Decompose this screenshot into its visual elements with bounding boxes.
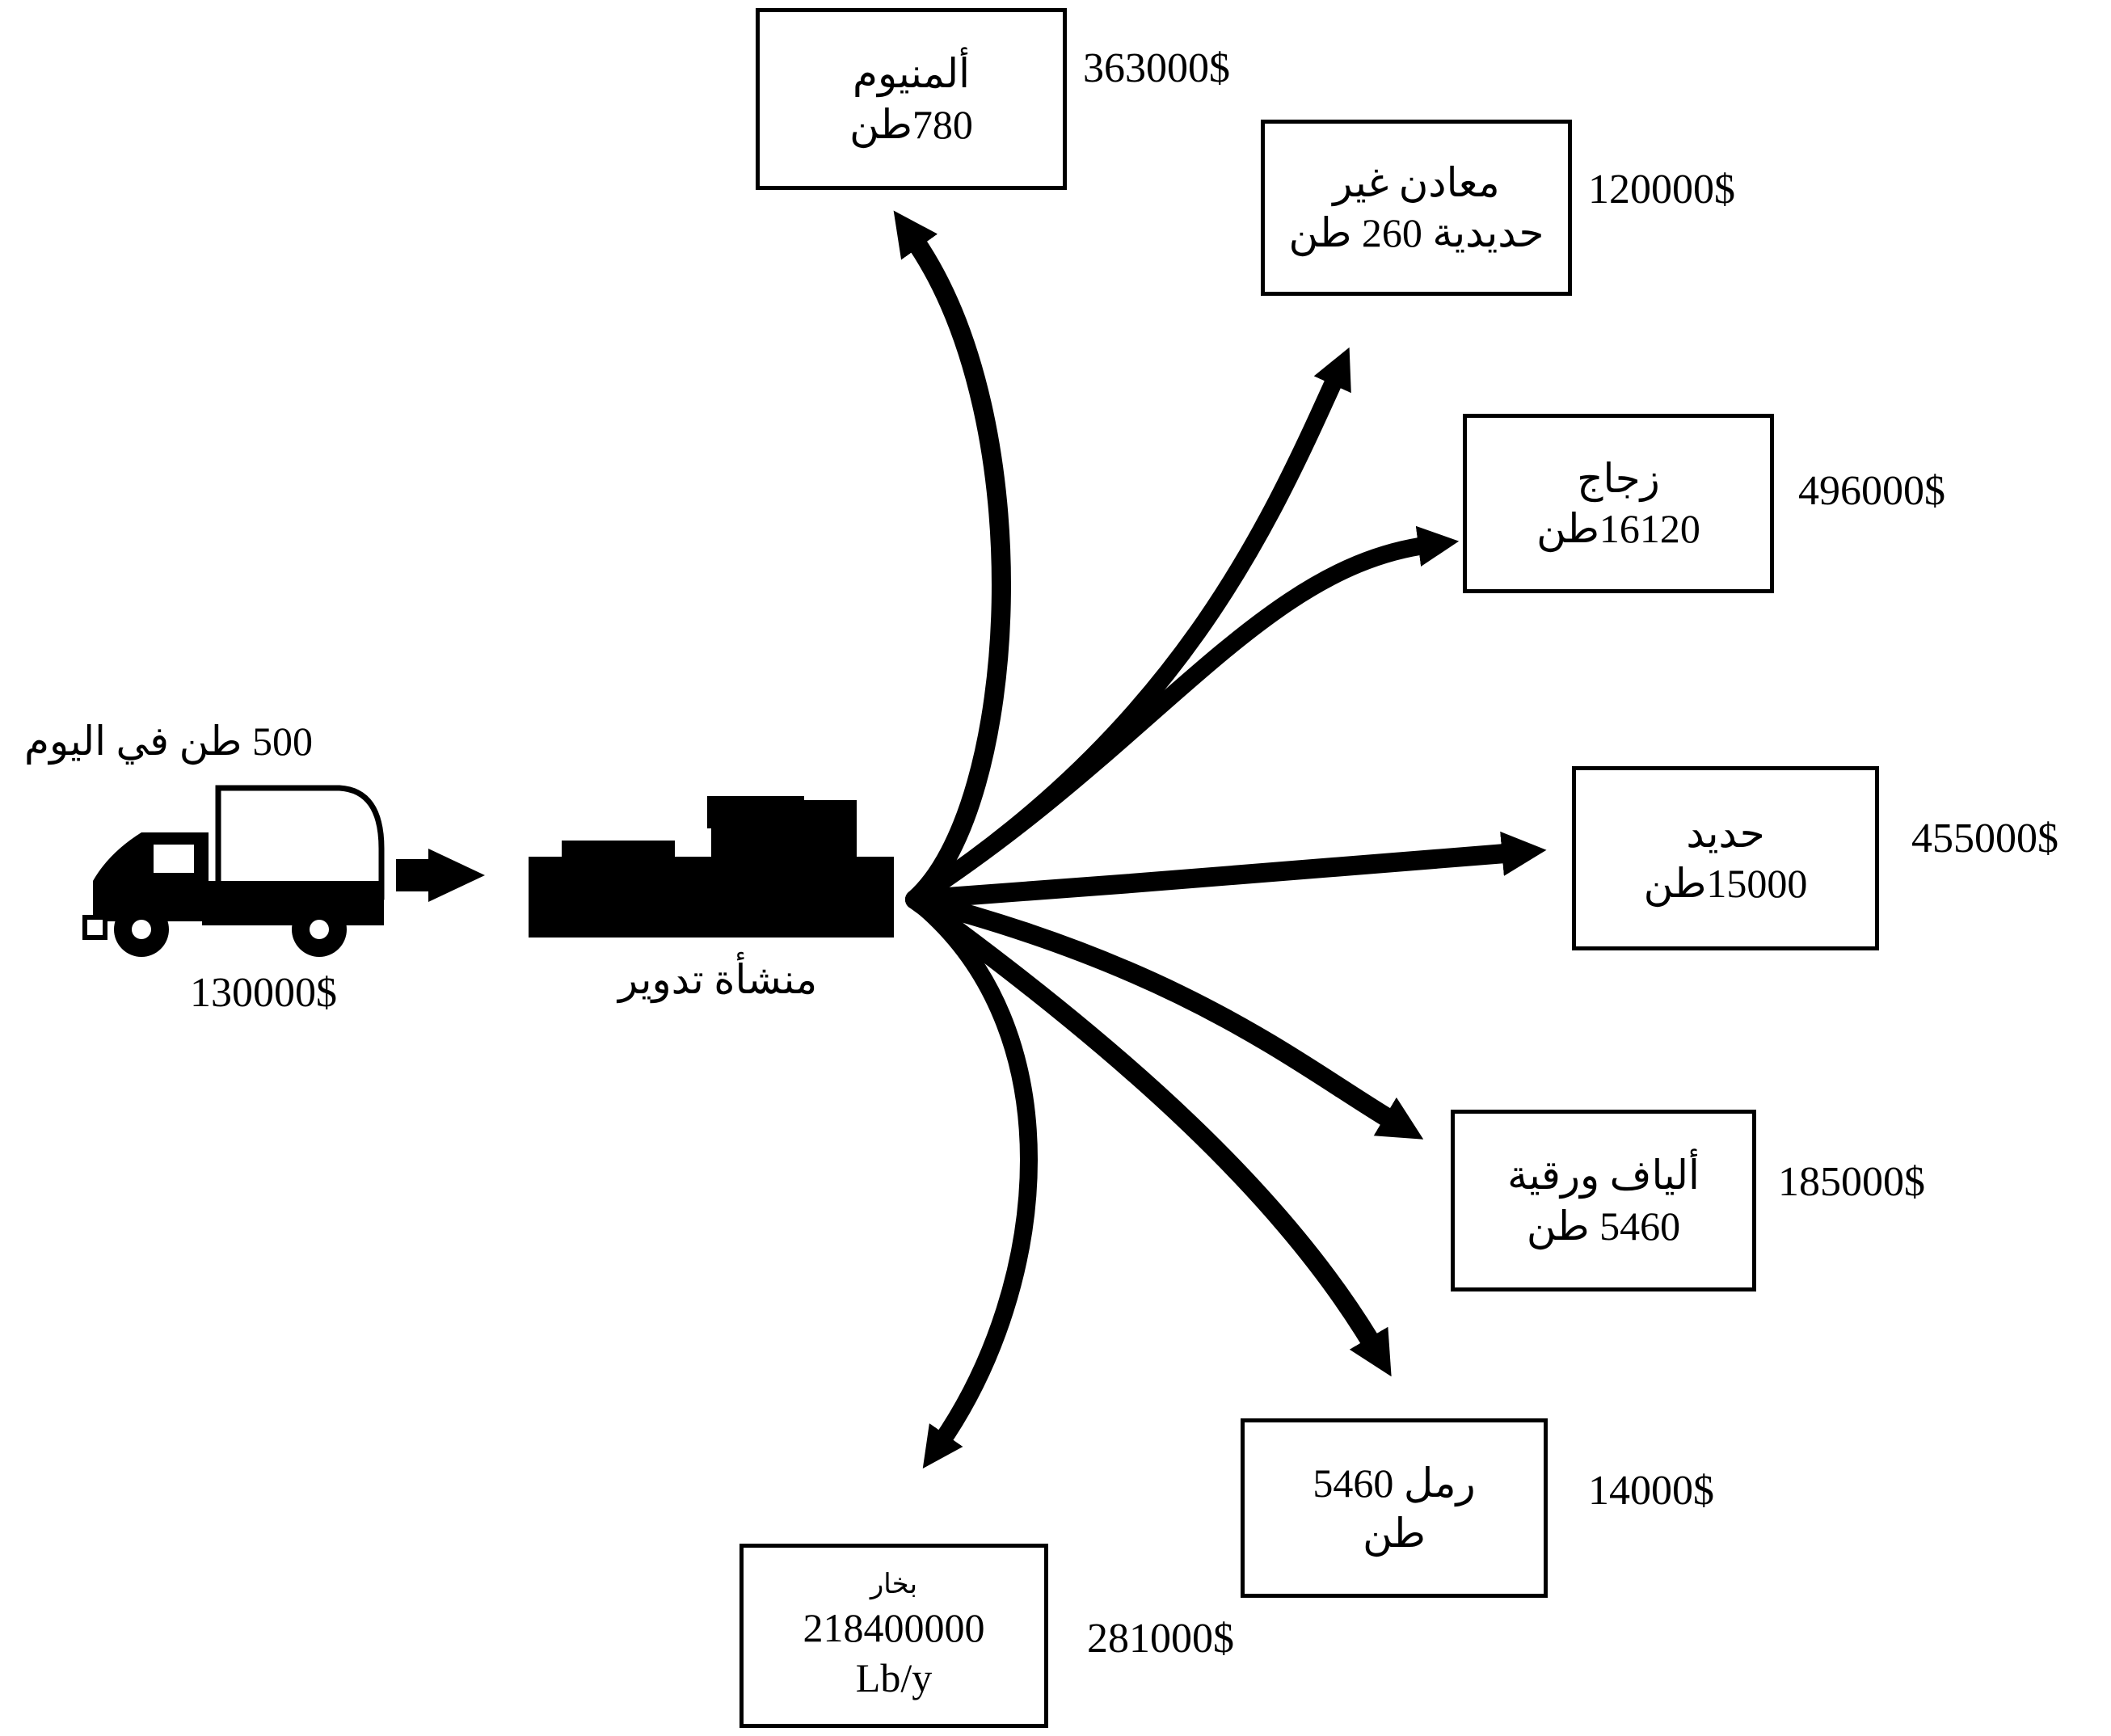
output-box-aluminum: ألمنيوم 780طن: [756, 8, 1067, 190]
arrow-to-steam: [906, 891, 1038, 1469]
output-name: معادن غير: [1333, 159, 1500, 205]
output-box-glass: زجاج 16120طن: [1463, 414, 1774, 593]
output-value-nonferrous: 120000$: [1588, 166, 1735, 213]
output-name: حديد: [1686, 810, 1765, 856]
output-name: رمل 5460: [1313, 1460, 1476, 1506]
output-amount: 15000طن: [1643, 861, 1808, 906]
input-cost-label: 130000$: [190, 970, 337, 1016]
output-name: زجاج: [1577, 455, 1660, 501]
facility-label: منشأة تدوير: [618, 957, 818, 1002]
truck-icon: [82, 785, 385, 957]
output-value-iron: 455000$: [1911, 815, 2058, 862]
output-name: ألمنيوم: [853, 51, 970, 96]
output-amount: 16120طن: [1536, 506, 1700, 551]
daily-input-label: 500 طن في اليوم: [24, 718, 313, 764]
output-value-steam: 281000$: [1087, 1616, 1234, 1662]
output-amount: 218400000: [803, 1604, 985, 1650]
output-unit: Lb/y: [855, 1655, 933, 1701]
output-box-fiber: ألياف ورقية 5460 طن: [1451, 1110, 1756, 1291]
arrow-icon: [396, 849, 485, 902]
output-value-aluminum: 363000$: [1083, 45, 1230, 91]
output-amount: طن: [1363, 1511, 1426, 1556]
arrow-to-nonferrous: [906, 347, 1351, 908]
arrow-to-glass: [906, 525, 1460, 908]
arrow-to-aluminum: [893, 210, 1011, 909]
recycling-plant-icon: [529, 796, 894, 938]
arrow-to-fiber: [905, 890, 1424, 1140]
output-box-steam: بخار 218400000 Lb/y: [739, 1544, 1048, 1728]
output-amount: 5460 طن: [1526, 1203, 1681, 1249]
output-name: ألياف ورقية: [1507, 1152, 1700, 1198]
output-value-glass: 496000$: [1798, 468, 1945, 514]
output-name: بخار: [870, 1570, 918, 1600]
output-amount: حديدية 260 طن: [1288, 210, 1544, 255]
output-box-nonferrous: معادن غير حديدية 260 طن: [1261, 120, 1572, 296]
output-box-iron: حديد 15000طن: [1572, 766, 1879, 950]
arrow-to-sand: [905, 890, 1392, 1377]
output-box-sand: رمل 5460 طن: [1241, 1418, 1548, 1598]
arrow-to-iron: [905, 831, 1547, 909]
output-value-fiber: 185000$: [1778, 1159, 1925, 1205]
output-amount: 780طن: [849, 101, 973, 147]
output-value-sand: 14000$: [1588, 1468, 1714, 1514]
